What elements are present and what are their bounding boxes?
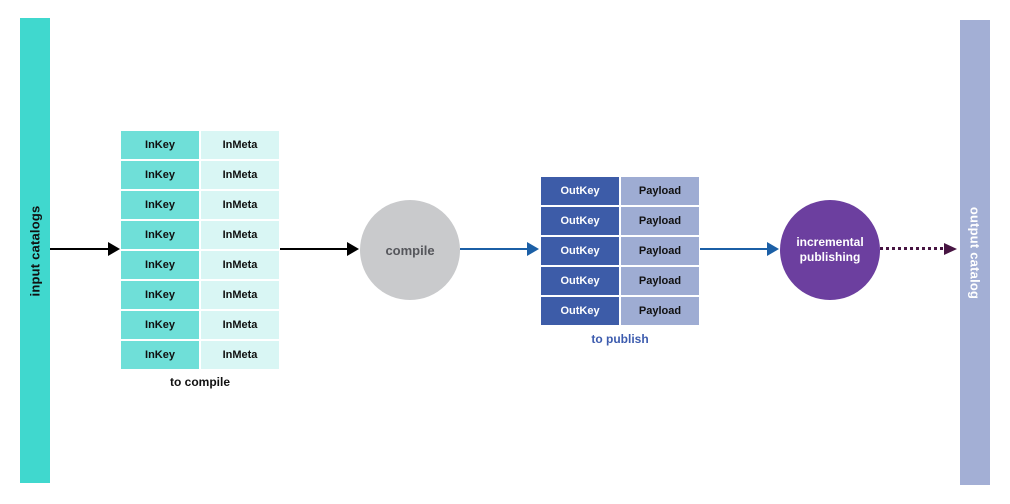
inkey-cell: InKey bbox=[120, 220, 200, 250]
output-catalog-bar: output catalog bbox=[960, 20, 990, 485]
inmeta-cell: InMeta bbox=[200, 310, 280, 340]
to-publish-table: OutKey Payload OutKey Payload OutKey Pay… bbox=[540, 176, 700, 326]
arrow-input-to-compile-table bbox=[50, 248, 110, 250]
arrowhead-icon bbox=[944, 243, 957, 255]
inkey-cell: InKey bbox=[120, 190, 200, 220]
output-catalog-label: output catalog bbox=[967, 206, 983, 299]
inmeta-cell: InMeta bbox=[200, 220, 280, 250]
incremental-publishing-label: incremental publishing bbox=[796, 235, 864, 264]
arrow-table-to-compile-node bbox=[280, 248, 348, 250]
table-row: InKey InMeta bbox=[120, 130, 280, 160]
incremental-publishing-node: incremental publishing bbox=[780, 200, 880, 300]
dotted-arrow-publish-to-output bbox=[880, 247, 943, 250]
table-row: OutKey Payload bbox=[540, 206, 700, 236]
table-row: InKey InMeta bbox=[120, 340, 280, 370]
inmeta-cell: InMeta bbox=[200, 250, 280, 280]
payload-cell: Payload bbox=[620, 266, 700, 296]
input-catalogs-bar: input catalogs bbox=[20, 18, 50, 483]
inmeta-cell: InMeta bbox=[200, 130, 280, 160]
table-row: InKey InMeta bbox=[120, 220, 280, 250]
to-compile-table: InKey InMeta InKey InMeta InKey InMeta I… bbox=[120, 130, 280, 370]
payload-cell: Payload bbox=[620, 236, 700, 266]
inmeta-cell: InMeta bbox=[200, 280, 280, 310]
inkey-cell: InKey bbox=[120, 160, 200, 190]
arrow-table-to-publish-node bbox=[700, 248, 768, 250]
inmeta-cell: InMeta bbox=[200, 160, 280, 190]
payload-cell: Payload bbox=[620, 296, 700, 326]
inkey-cell: InKey bbox=[120, 340, 200, 370]
arrow-compile-to-publish-table bbox=[460, 248, 528, 250]
to-compile-caption: to compile bbox=[169, 375, 230, 389]
inmeta-cell: InMeta bbox=[200, 340, 280, 370]
table-row: InKey InMeta bbox=[120, 160, 280, 190]
arrowhead-icon bbox=[767, 242, 779, 256]
compile-node-label: compile bbox=[385, 242, 435, 258]
inkey-cell: InKey bbox=[120, 280, 200, 310]
table-row: OutKey Payload bbox=[540, 236, 700, 266]
table-row: OutKey Payload bbox=[540, 266, 700, 296]
payload-cell: Payload bbox=[620, 176, 700, 206]
table-row: OutKey Payload bbox=[540, 296, 700, 326]
inkey-cell: InKey bbox=[120, 130, 200, 160]
inkey-cell: InKey bbox=[120, 310, 200, 340]
payload-cell: Payload bbox=[620, 206, 700, 236]
outkey-cell: OutKey bbox=[540, 206, 620, 236]
outkey-cell: OutKey bbox=[540, 176, 620, 206]
input-catalogs-label: input catalogs bbox=[27, 205, 43, 296]
table-row: InKey InMeta bbox=[120, 250, 280, 280]
inmeta-cell: InMeta bbox=[200, 190, 280, 220]
arrowhead-icon bbox=[347, 242, 359, 256]
table-row: OutKey Payload bbox=[540, 176, 700, 206]
arrowhead-icon bbox=[108, 242, 120, 256]
outkey-cell: OutKey bbox=[540, 296, 620, 326]
compile-node: compile bbox=[360, 200, 460, 300]
outkey-cell: OutKey bbox=[540, 236, 620, 266]
arrowhead-icon bbox=[527, 242, 539, 256]
table-row: InKey InMeta bbox=[120, 190, 280, 220]
table-row: InKey InMeta bbox=[120, 310, 280, 340]
to-publish-caption: to publish bbox=[591, 332, 649, 346]
outkey-cell: OutKey bbox=[540, 266, 620, 296]
inkey-cell: InKey bbox=[120, 250, 200, 280]
table-row: InKey InMeta bbox=[120, 280, 280, 310]
